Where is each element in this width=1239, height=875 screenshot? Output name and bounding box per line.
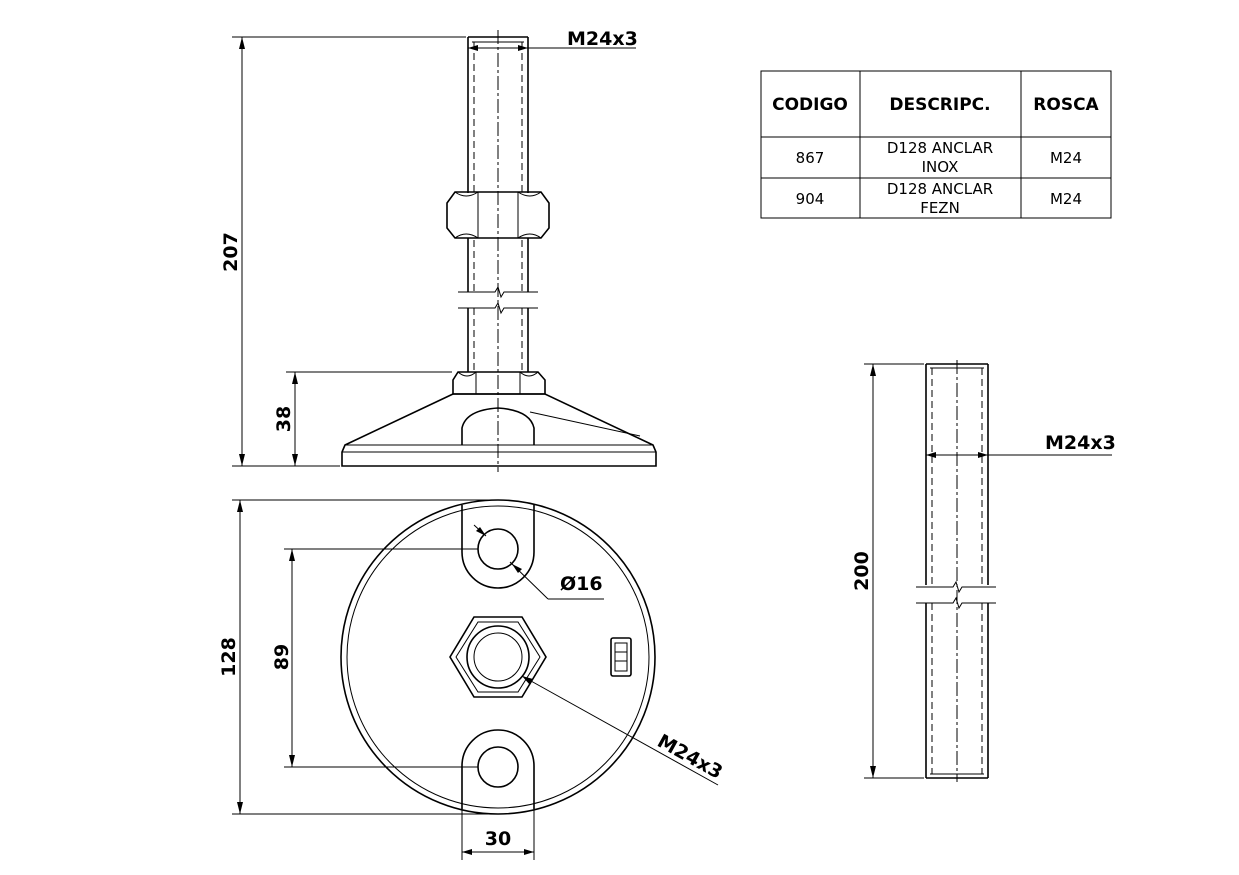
- dim-128: 128: [218, 499, 498, 815]
- dim-128-label: 128: [218, 637, 240, 677]
- top-view: 128 89 Ø16 M24x3: [218, 499, 727, 860]
- side-view: 207 38 M24x3: [220, 28, 657, 472]
- dim-200: 200: [851, 363, 924, 779]
- dim-thread-top: M24x3: [468, 28, 638, 51]
- dim-center-thread: M24x3: [521, 675, 727, 786]
- dim-rod-thread: M24x3: [926, 432, 1116, 458]
- dim-thread-top-label: M24x3: [567, 28, 638, 50]
- dim-rod-thread-label: M24x3: [1045, 432, 1116, 454]
- dim-hole-diameter: Ø16: [473, 524, 604, 600]
- table-cell-codigo: 904: [796, 190, 825, 208]
- dim-38-label: 38: [273, 406, 295, 432]
- dim-center-thread-label: M24x3: [654, 730, 727, 784]
- table-cell-desc-line2: FEZN: [920, 199, 960, 217]
- dim-207-label: 207: [220, 232, 242, 272]
- bottom-lug: [461, 729, 535, 809]
- dim-200-label: 200: [851, 551, 873, 591]
- center-hex: [449, 616, 547, 698]
- marking-plate-icon: [610, 637, 632, 677]
- table-cell-desc-line1: D128 ANCLAR: [887, 180, 993, 198]
- base-hex: [452, 371, 546, 395]
- table-header-rosca: ROSCA: [1033, 95, 1099, 115]
- hex-nut: [446, 191, 550, 239]
- rod-view: 200 M24x3: [851, 360, 1116, 782]
- dim-89: 89: [271, 548, 478, 768]
- spec-table: CODIGO DESCRIPC. ROSCA 867 D128 ANCLAR I…: [760, 70, 1112, 219]
- dim-30: 30: [461, 809, 535, 860]
- table-cell-desc-line2: INOX: [922, 158, 959, 176]
- base-plate: [341, 393, 657, 467]
- dim-hole-diameter-label: Ø16: [560, 573, 603, 595]
- dim-89-label: 89: [271, 644, 293, 670]
- dim-207: 207: [220, 36, 466, 467]
- table-header-codigo: CODIGO: [772, 95, 848, 115]
- table-cell-codigo: 867: [796, 149, 825, 167]
- table-cell-rosca: M24: [1050, 149, 1082, 167]
- dim-38: 38: [273, 371, 452, 466]
- dim-30-label: 30: [485, 828, 511, 850]
- threaded-stud: [458, 30, 538, 472]
- table-cell-rosca: M24: [1050, 190, 1082, 208]
- table-header-descripc: DESCRIPC.: [889, 95, 990, 115]
- table-cell-desc-line1: D128 ANCLAR: [887, 139, 993, 157]
